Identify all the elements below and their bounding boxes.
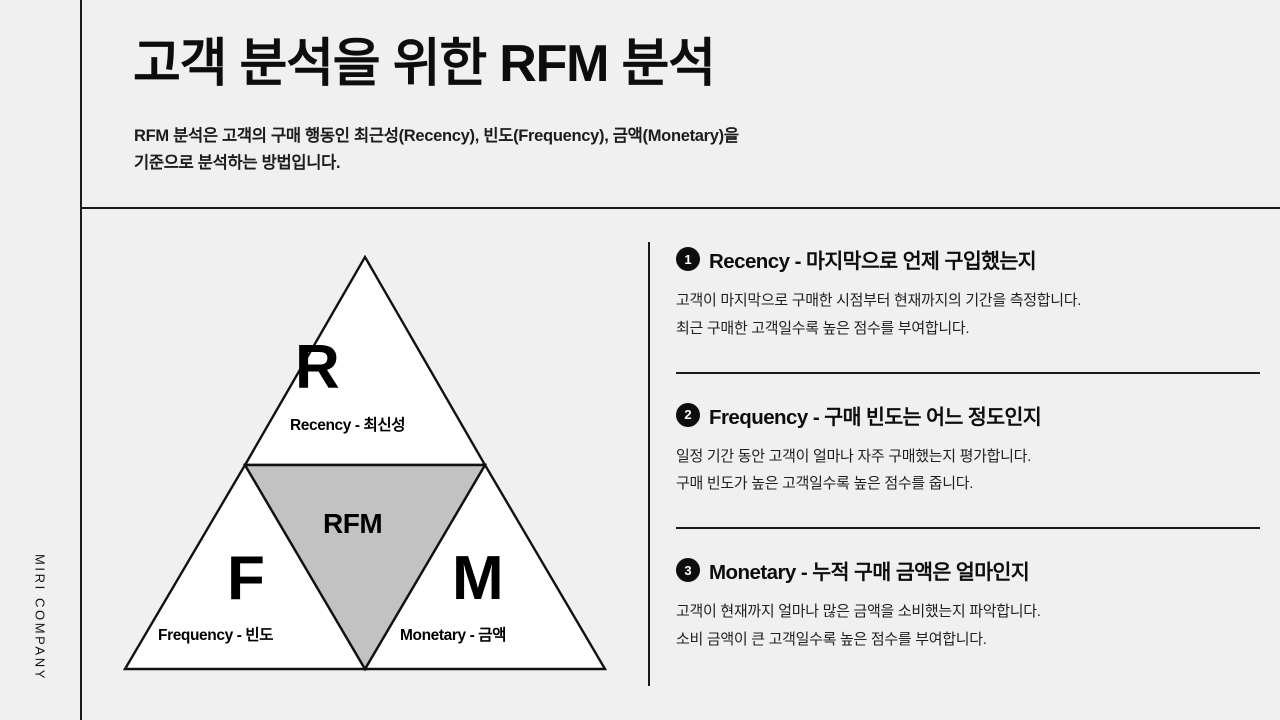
triangle-letter-f: F bbox=[227, 544, 265, 613]
header-divider bbox=[80, 207, 1280, 209]
item-header: 1 Recency - 마지막으로 언제 구입했는지 bbox=[676, 244, 1260, 274]
rfm-triangle-diagram: R Recency - 최신성 F Frequency - 빈도 M Monet… bbox=[110, 245, 630, 685]
triangle-letter-r: R bbox=[295, 333, 340, 402]
list-item-frequency: 2 Frequency - 구매 빈도는 어느 정도인지 일정 기간 동안 고객… bbox=[676, 400, 1260, 499]
item-separator-2 bbox=[676, 527, 1260, 529]
triangle-letter-m: M bbox=[452, 544, 504, 613]
item-separator-1 bbox=[676, 371, 1260, 374]
list-item-recency: 1 Recency - 마지막으로 언제 구입했는지 고객이 마지막으로 구매한… bbox=[676, 244, 1260, 343]
item-number-badge: 3 bbox=[676, 558, 700, 582]
brand-rail: MIRI COMPANY bbox=[0, 0, 80, 720]
item-title: Recency - 마지막으로 언제 구입했는지 bbox=[709, 250, 1037, 273]
content-column-divider bbox=[648, 242, 650, 686]
page-subtitle: RFM 분석은 고객의 구매 행동인 최근성(Recency), 빈도(Freq… bbox=[134, 127, 739, 172]
item-header: 2 Frequency - 구매 빈도는 어느 정도인지 bbox=[676, 400, 1260, 430]
item-description: 일정 기간 동안 고객이 얼마나 자주 구매했는지 평가합니다. 구매 빈도가 … bbox=[676, 447, 1031, 493]
triangle-label-frequency: Frequency - 빈도 bbox=[158, 627, 274, 644]
brand-name: MIRI COMPANY bbox=[32, 553, 48, 682]
triangle-label-monetary: Monetary - 금액 bbox=[400, 627, 506, 644]
list-item-monetary: 3 Monetary - 누적 구매 금액은 얼마인지 고객이 현재까지 얼마나… bbox=[676, 555, 1260, 654]
item-header: 3 Monetary - 누적 구매 금액은 얼마인지 bbox=[676, 555, 1260, 585]
item-description: 고객이 현재까지 얼마나 많은 금액을 소비했는지 파악합니다. 소비 금액이 … bbox=[676, 603, 1041, 648]
left-rail-divider bbox=[80, 0, 82, 720]
page-title: 고객 분석을 위한 RFM 분석 bbox=[133, 35, 716, 93]
item-title: Monetary - 누적 구매 금액은 얼마인지 bbox=[709, 561, 1030, 584]
item-description: 고객이 마지막으로 구매한 시점부터 현재까지의 기간을 측정합니다. 최근 구… bbox=[676, 292, 1082, 337]
item-number-badge: 1 bbox=[676, 247, 700, 271]
triangle-segment-center-rfm bbox=[242, 463, 488, 672]
item-title: Frequency - 구매 빈도는 어느 정도인지 bbox=[709, 405, 1042, 429]
item-number-badge: 2 bbox=[676, 402, 700, 427]
rfm-triangle-svg bbox=[122, 254, 608, 672]
triangle-center-label: RFM bbox=[323, 508, 383, 539]
triangle-label-recency: Recency - 최신성 bbox=[290, 417, 406, 434]
rfm-item-list: 1 Recency - 마지막으로 언제 구입했는지 고객이 마지막으로 구매한… bbox=[676, 244, 1260, 654]
